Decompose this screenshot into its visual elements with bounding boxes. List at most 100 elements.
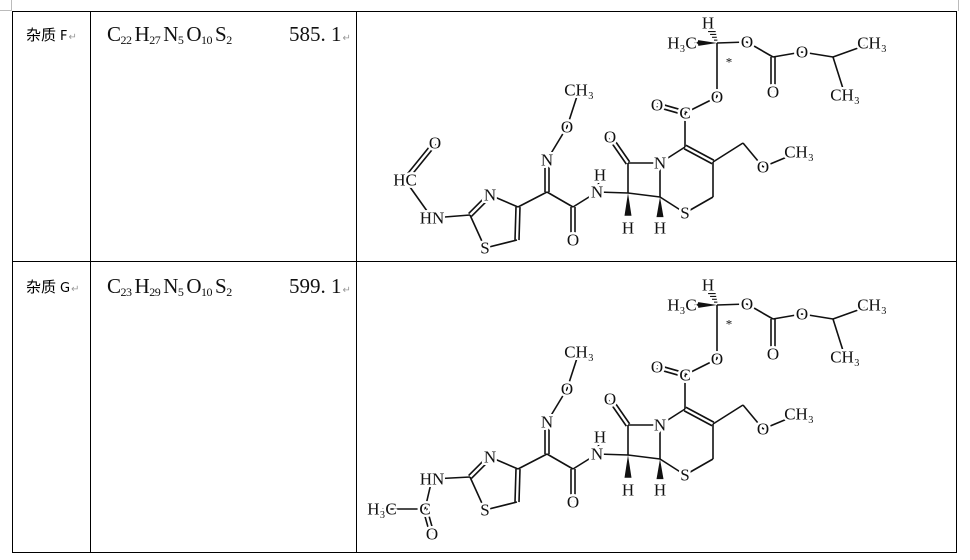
atom-label: C <box>419 500 430 519</box>
atom-label: O <box>651 96 663 115</box>
bond <box>596 191 629 194</box>
bond <box>685 406 715 423</box>
formula-count: 5 <box>177 33 184 47</box>
atom-label: N <box>484 186 496 205</box>
bond <box>746 303 774 320</box>
bond <box>832 304 873 320</box>
bond <box>657 102 686 112</box>
bond <box>424 478 433 510</box>
molecular-weight: 585. 1↵ <box>289 22 351 47</box>
atom-label: H <box>702 14 714 33</box>
formula-element: O <box>186 274 202 298</box>
atom-label: O <box>426 525 438 544</box>
bond <box>832 318 846 358</box>
atom-label: N <box>654 154 666 173</box>
bond <box>801 313 834 320</box>
atom-label: N <box>591 183 603 202</box>
atom-label: C <box>679 104 690 123</box>
bond <box>683 148 713 165</box>
bond <box>572 191 598 208</box>
atom-label: H <box>594 428 606 447</box>
bond <box>431 214 471 219</box>
atom-label: O <box>711 350 723 369</box>
formula-element: S <box>215 274 227 298</box>
page-corner-mark <box>11 0 12 11</box>
bond <box>596 436 601 455</box>
wedge-bond <box>656 459 664 480</box>
atom-label: HN <box>420 209 445 228</box>
bond <box>514 468 517 502</box>
wedge-bond <box>694 39 717 47</box>
atom-label: O <box>711 88 723 107</box>
atom-label: H <box>654 481 666 500</box>
wedge-bond <box>624 455 632 478</box>
atom-label: O <box>604 390 616 409</box>
bond <box>712 142 744 163</box>
atom-label: H <box>622 219 634 238</box>
bond <box>656 106 685 116</box>
paragraph-mark: ↵ <box>342 285 351 296</box>
formula-element: O <box>186 22 202 46</box>
bond <box>484 239 518 249</box>
atom-label: CH₃ <box>564 81 594 100</box>
atom-label: C <box>679 366 690 385</box>
atom-label: O <box>561 118 573 137</box>
atom-label: N <box>654 416 666 435</box>
bond <box>684 458 714 476</box>
atom-label: CH₃ <box>830 86 860 105</box>
bond <box>546 388 568 423</box>
atom-label: O <box>767 345 779 364</box>
bond <box>684 96 718 114</box>
bond <box>685 144 715 161</box>
atom-label: * <box>726 55 733 70</box>
bond <box>546 453 574 470</box>
bond <box>762 413 800 430</box>
formula-count: 2 <box>226 285 232 299</box>
formula-element: N <box>163 22 178 46</box>
atom-label: O <box>567 231 579 250</box>
bond <box>627 192 661 198</box>
formula-element: N <box>163 274 178 298</box>
atom-label: N <box>484 448 496 467</box>
bond <box>469 476 486 511</box>
formula-count: 23 <box>120 285 133 299</box>
atom-label: CH₃ <box>784 405 814 424</box>
bond <box>742 142 764 168</box>
atom-label: HC <box>393 171 417 190</box>
bond <box>402 141 435 180</box>
bond <box>610 135 631 163</box>
bond <box>712 404 744 425</box>
atom-label: O <box>741 33 753 52</box>
impurity-letter: G <box>60 281 71 296</box>
atom-label: CH₃ <box>564 343 594 362</box>
atom-label: O <box>604 128 616 147</box>
atom-label: CH₃ <box>857 296 887 315</box>
atom-label: O <box>741 295 753 314</box>
impurity-label: 杂质 <box>26 26 57 44</box>
atom-label: H₃C <box>667 296 697 315</box>
bond <box>716 303 748 306</box>
bond <box>772 51 803 58</box>
bond <box>762 151 800 168</box>
bond <box>404 179 433 219</box>
atom-label: HN <box>420 470 445 489</box>
bond <box>659 196 686 214</box>
atom-label: O <box>429 134 441 153</box>
column-divider <box>356 12 357 552</box>
formula-element: C <box>107 22 121 46</box>
bond <box>659 146 686 164</box>
row-divider <box>13 261 956 262</box>
bond <box>627 454 661 460</box>
bond <box>832 56 846 96</box>
wedge-bond <box>624 193 632 216</box>
molecular-weight: 599. 1↵ <box>289 274 351 299</box>
atom-label: S <box>480 501 489 520</box>
atom-label: H <box>654 219 666 238</box>
bond <box>518 469 521 503</box>
formula-count: 5 <box>177 285 184 299</box>
atom-label: H₃C <box>667 34 697 53</box>
